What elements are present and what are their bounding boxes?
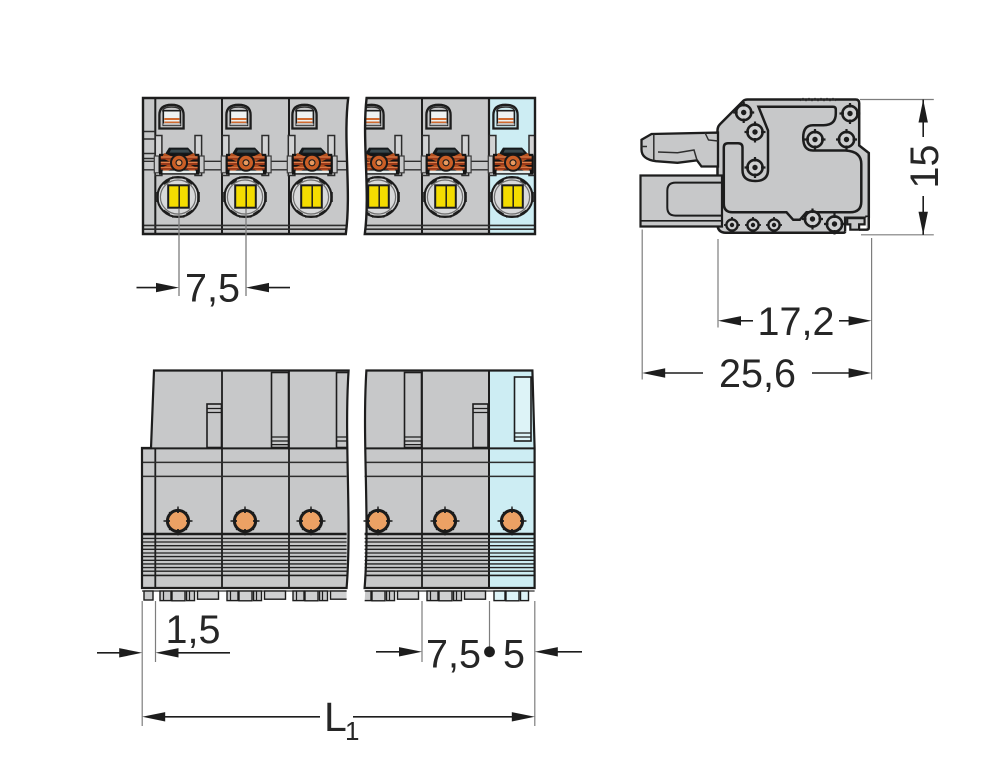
svg-text:5: 5 [503,632,525,676]
svg-text:7,5: 7,5 [426,632,481,676]
svg-text:17,2: 17,2 [758,300,835,344]
svg-text:25,6: 25,6 [719,352,796,396]
svg-text:1: 1 [345,716,359,746]
svg-text:15: 15 [903,145,947,189]
svg-text:7,5: 7,5 [185,267,240,311]
svg-text:L: L [324,694,347,740]
svg-text:1,5: 1,5 [166,608,221,652]
